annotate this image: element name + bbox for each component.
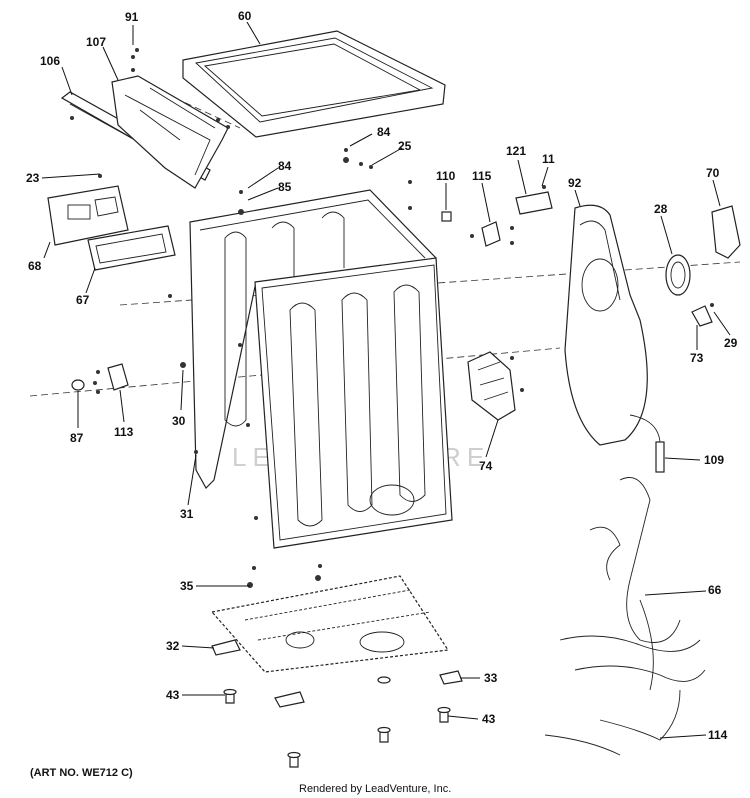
callout-32: 32 xyxy=(166,639,180,653)
callout-115: 115 xyxy=(472,169,492,183)
control-bracket-part xyxy=(111,75,229,189)
callout-67: 67 xyxy=(76,293,90,307)
callout-25: 25 xyxy=(398,139,412,153)
callout-121: 121 xyxy=(506,144,526,158)
cap-cover-part xyxy=(711,205,741,259)
knob-part xyxy=(71,379,85,391)
callout-70: 70 xyxy=(706,166,720,180)
callout-66: 66 xyxy=(708,583,722,597)
callout-84: 84 xyxy=(278,159,292,173)
wire-harness-part xyxy=(544,414,706,756)
callout-109: 109 xyxy=(704,453,724,467)
callout-68: 68 xyxy=(28,259,42,273)
control-panel-part xyxy=(47,185,129,246)
callout-110: 110 xyxy=(436,169,456,183)
small-bracket-part xyxy=(691,305,713,327)
callout-73: 73 xyxy=(690,351,704,365)
base-part xyxy=(210,575,450,673)
mounting-plate-part xyxy=(107,363,129,391)
rendered-by: Rendered by LeadVenture, Inc. xyxy=(299,783,451,795)
callout-91: 91 xyxy=(125,10,139,24)
callout-87: 87 xyxy=(70,431,84,445)
foot-parts xyxy=(211,639,463,768)
callout-107: 107 xyxy=(86,35,106,49)
top-cover-part xyxy=(182,30,446,138)
clip-part xyxy=(441,211,452,222)
terminal-block-part xyxy=(467,351,516,421)
art-number: (ART NO. WE712 C) xyxy=(30,767,133,779)
callout-35: 35 xyxy=(180,579,194,593)
callout-30: 30 xyxy=(172,414,186,428)
cabinet-front-part xyxy=(254,257,453,549)
callout-106: 106 xyxy=(40,54,60,68)
callout-60: 60 xyxy=(238,9,252,23)
screw-fasteners xyxy=(70,48,714,588)
callout-31: 31 xyxy=(180,507,194,521)
callout-33: 33 xyxy=(484,671,498,685)
leader-lines xyxy=(41,21,731,739)
console-part xyxy=(87,225,176,271)
callout-28: 28 xyxy=(654,202,668,216)
callout-43: 43 xyxy=(482,712,496,726)
callout-43: 43 xyxy=(166,688,180,702)
callout-23: 23 xyxy=(26,171,40,185)
callout-113: 113 xyxy=(114,425,134,439)
callout-85: 85 xyxy=(278,180,292,194)
switch-part xyxy=(481,221,501,247)
callout-29: 29 xyxy=(724,336,738,350)
callout-114: 114 xyxy=(708,728,728,742)
rear-panel-part xyxy=(564,204,648,446)
ring-part xyxy=(665,254,691,296)
callout-84: 84 xyxy=(377,125,391,139)
callout-labels: 91 60 107 106 84 25 84 85 23 121 11 110 … xyxy=(26,9,738,742)
hinge-bracket-part xyxy=(515,191,553,215)
callout-92: 92 xyxy=(568,176,582,190)
cabinet-back-part xyxy=(189,189,437,489)
callout-74: 74 xyxy=(479,459,493,473)
callout-11: 11 xyxy=(542,152,555,166)
